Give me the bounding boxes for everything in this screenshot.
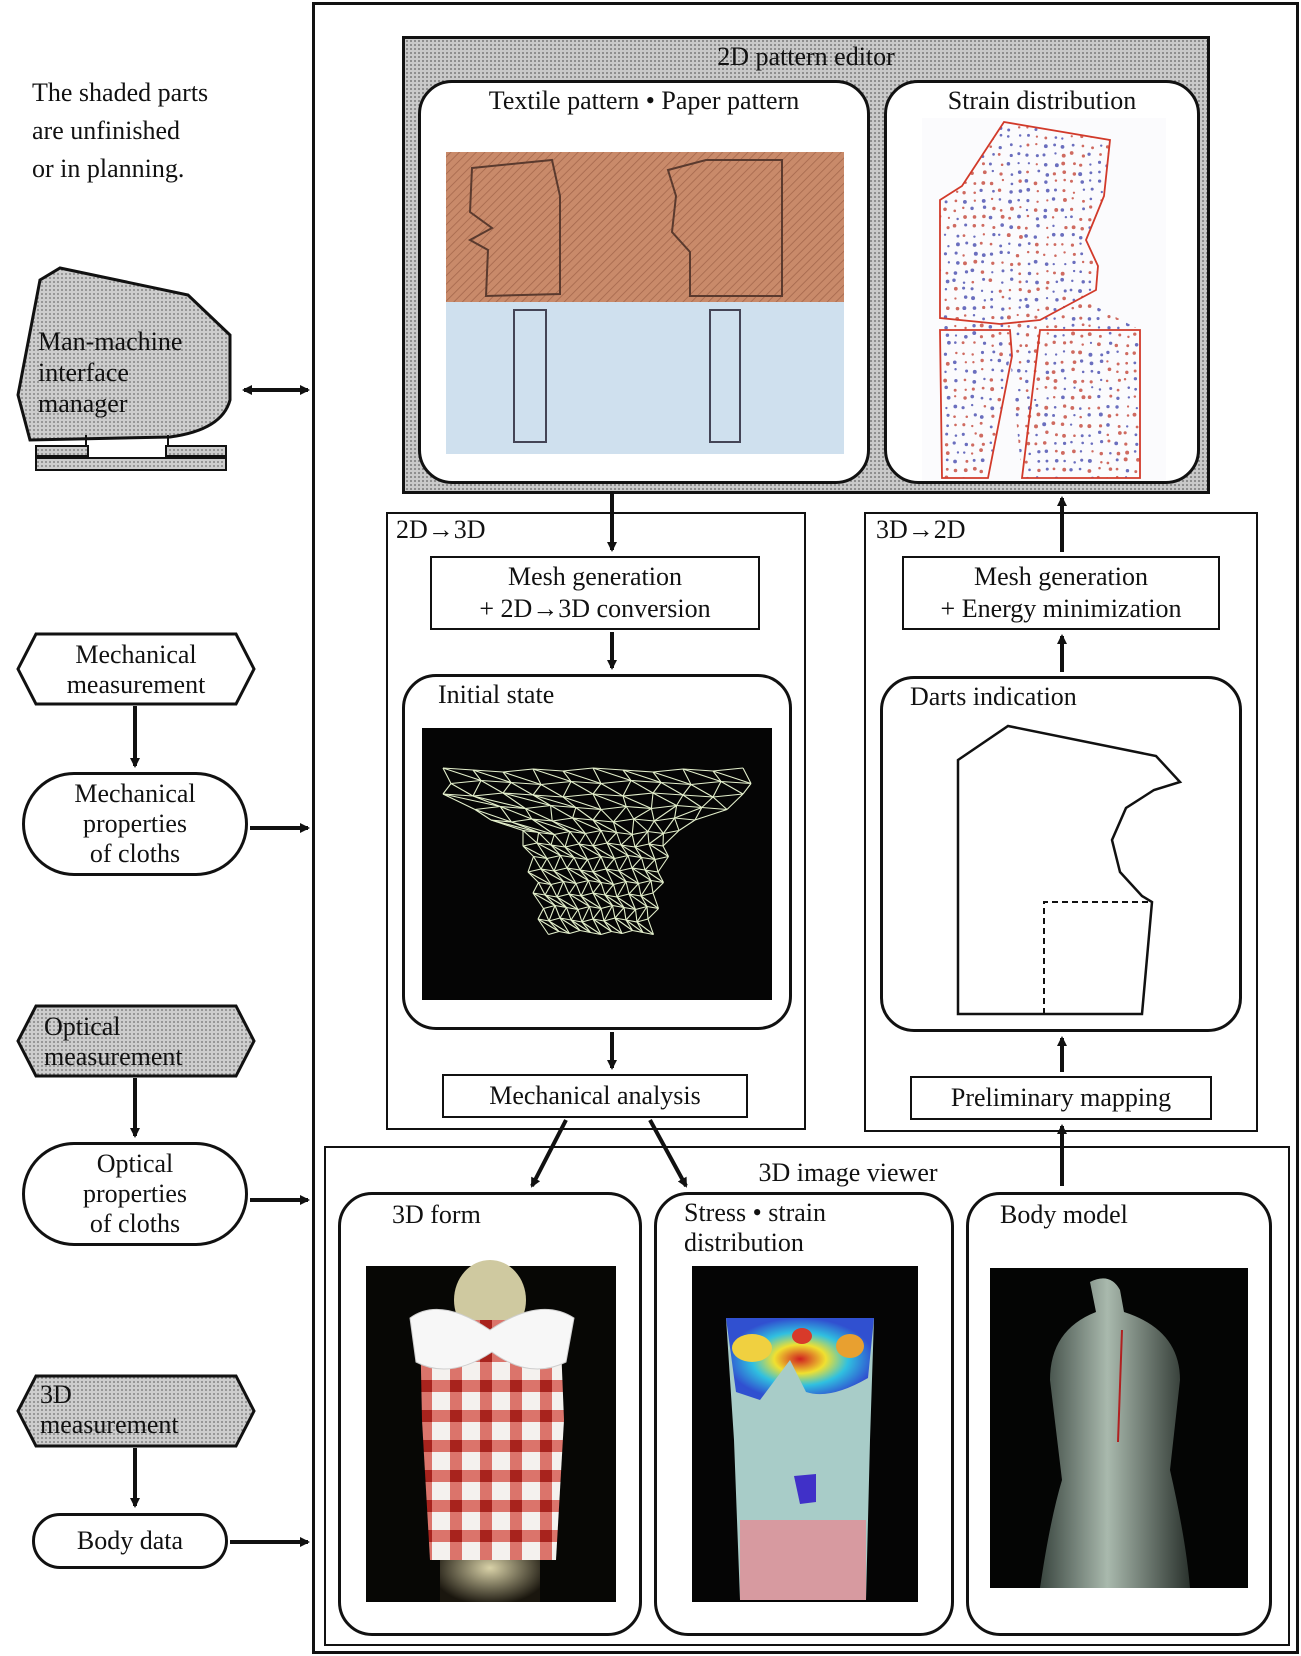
3d-measurement-label: 3D measurement	[40, 1380, 179, 1440]
interface-manager-line-1: Man-machine	[38, 326, 182, 357]
mech-measurement-label: Mechanical measurement	[36, 640, 236, 700]
optical-measurement-line-1: Optical	[44, 1012, 183, 1042]
interface-manager-line-2: interface	[38, 357, 182, 388]
optical-measurement-label: Optical measurement	[44, 1012, 183, 1072]
mech-measurement-line-1: Mechanical	[75, 640, 196, 670]
3d-measurement-line-1: 3D	[40, 1380, 179, 1410]
optical-measurement-line-2: measurement	[44, 1042, 183, 1072]
interface-manager-line-3: manager	[38, 388, 182, 419]
interface-manager-label: Man-machine interface manager	[38, 326, 182, 419]
mech-measurement-line-2: measurement	[67, 670, 206, 700]
3d-measurement-line-2: measurement	[40, 1410, 179, 1440]
